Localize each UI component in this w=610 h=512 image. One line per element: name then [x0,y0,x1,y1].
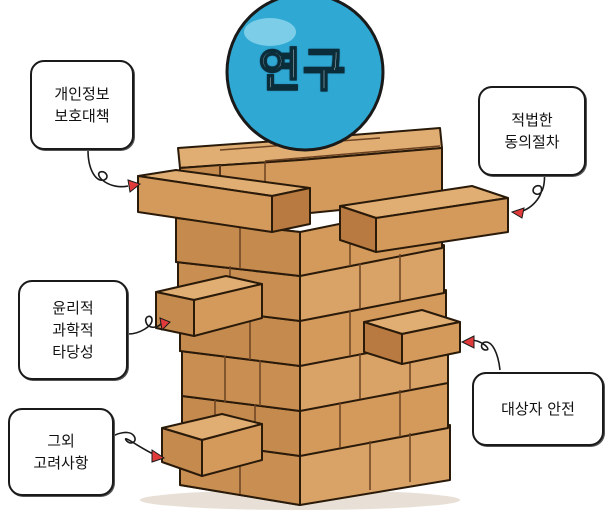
protruding-block-middle-left [155,275,263,337]
label-ethics-line2: 과학적 [52,321,94,339]
label-safety-line1: 대상자 안전 [501,400,575,418]
label-ethics-line1: 윤리적 [52,299,94,317]
connector-lines [87,149,546,457]
label-other-line2: 고려사항 [33,454,89,472]
protruding-block-top-right [339,185,509,253]
protruding-block-top-left [137,169,311,233]
label-privacy-line1: 개인정보 [54,85,110,103]
label-ethics-line3: 타당성 [52,343,94,361]
label-safety: 대상자 안전 [472,372,604,446]
label-ethics: 윤리적 과학적 타당성 [18,280,128,380]
research-ball [225,0,385,152]
label-procedure-line1: 적법한 [511,111,553,129]
label-procedure-line2: 동의절차 [504,133,560,151]
label-other-line1: 그외 [47,432,75,450]
label-other: 그외 고려사항 [8,408,114,496]
label-privacy-line2: 보호대책 [54,107,110,125]
research-label: 연구 [258,42,348,98]
label-procedure: 적법한 동의절차 [478,86,586,176]
protruding-block-bottom-left [161,413,263,477]
label-privacy: 개인정보 보호대책 [30,60,134,150]
arrowheads [127,179,525,463]
protruding-block-middle-right [363,309,461,365]
